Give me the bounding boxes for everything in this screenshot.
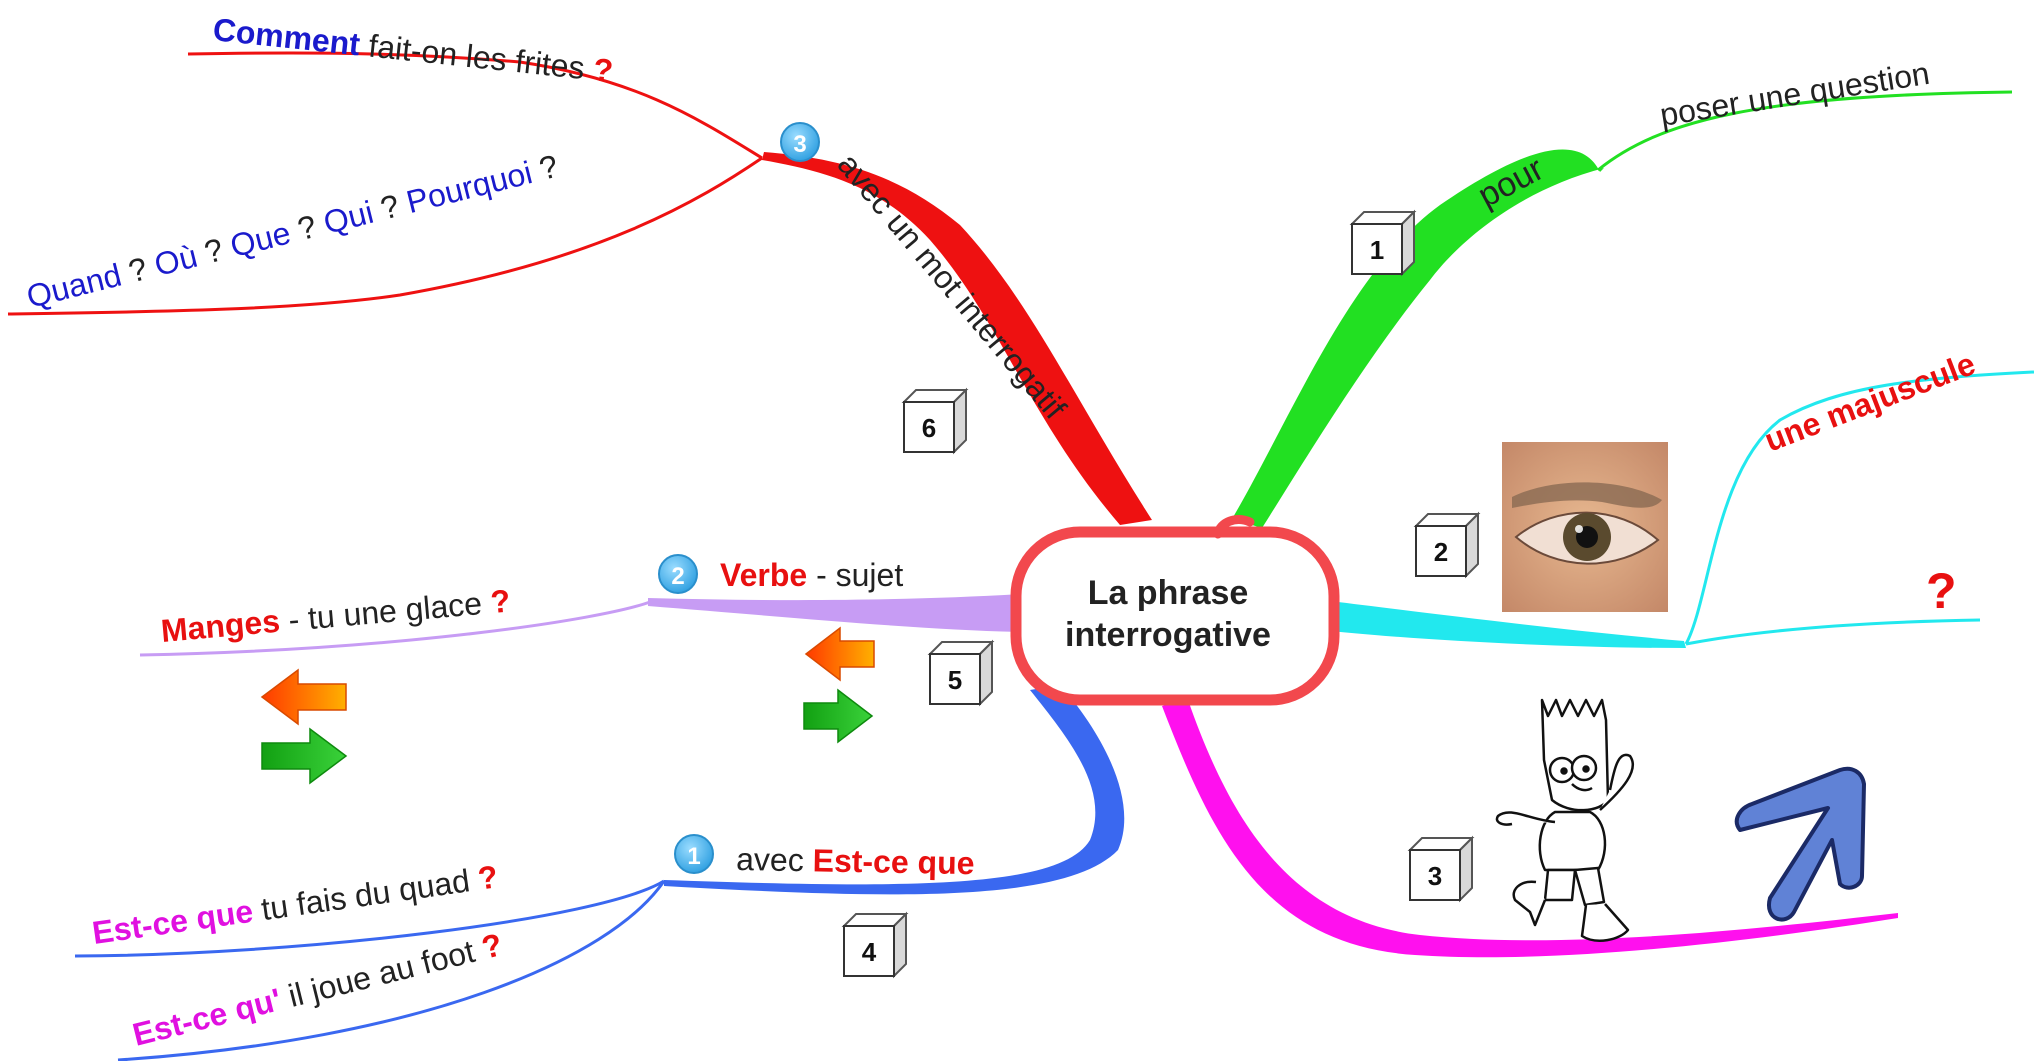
branch-red [762,152,1152,525]
example-comment: Comment fait-on les frites ? [211,11,614,89]
word-pourquoi: Pourquoi [403,154,536,220]
central-topic[interactable]: La phrase interrogative [1010,515,1340,706]
cube-6-number: 6 [922,413,936,443]
badge-3: 3 [780,122,820,162]
badge-2: 2 [658,554,698,594]
example-est-ce-qu-highlight: Est-ce qu' [129,981,285,1053]
word-qui: Qui [320,194,377,241]
branch-cyan [1330,601,1686,648]
label-poser-une-question: poser une question [1657,55,1931,133]
label-avec-un-mot-interrogatif: avec un mot interrogatif [831,146,1074,425]
branch-green [1232,149,1604,528]
cube-4-number: 4 [862,937,877,967]
cube-3-number: 3 [1428,861,1442,891]
word-quand: Quand [23,257,125,315]
badge-1: 1 [674,834,714,874]
branch-blue [664,685,1125,895]
cube-5-number: 5 [948,665,962,695]
bart-simpson-drawing [1495,698,1635,942]
example-est-ce-que-qmark: ? [476,858,500,896]
branch-cyan-line-up [1684,370,2034,645]
example-est-ce-que-highlight: Est-ce que [90,893,255,951]
badge-1-number: 1 [687,843,700,870]
branch-blue-line-1 [74,879,665,958]
branch-lilac-line [139,600,651,657]
example-comment-qmark: ? [591,51,614,89]
cube-1-number: 1 [1370,235,1384,265]
left-arrow-icon [260,668,347,726]
branch-green-line [1597,90,2013,172]
badge-3-number: 3 [793,131,806,158]
swap-arrows-middle [803,626,875,744]
example-manges-highlight: Manges [159,603,281,649]
question-mark-cyan: ? [1926,563,1957,619]
central-topic-line2: interrogative [1065,616,1271,654]
example-est-ce-que-rest: tu fais du quad [250,861,481,928]
example-comment-rest: fait-on les frites [358,27,595,87]
sep-2: ? [192,229,235,273]
label-avec-est-ce-que: avec Est-ce que [736,841,975,881]
label-verbe-sujet: Verbe - sujet [720,557,903,593]
example-manges-rest: - tu une glace [278,584,492,638]
cube-2-number: 2 [1434,537,1448,567]
right-arrow-icon-2 [803,688,874,744]
branch-blue-line-2 [117,880,666,1061]
up-arrow-icon [1734,766,1866,922]
left-arrow-icon-2 [804,626,875,682]
cube-1: 1 [1351,211,1415,275]
sep-1: ? [116,248,159,292]
badge-2-number: 2 [671,563,684,590]
example-est-ce-que-quad: Est-ce que tu fais du quad ? [90,858,500,951]
central-topic-line1: La phrase [1088,574,1249,612]
label-sujet: - sujet [807,557,903,593]
branch-red-line-1 [187,51,763,160]
label-est-ce-que-E: Est-ce que [812,842,974,881]
swap-arrows-left [260,668,348,785]
label-verbe: Verbe [720,557,807,593]
cube-5: 5 [929,641,993,705]
right-arrow-icon [261,727,348,785]
cube-2: 2 [1415,513,1479,577]
branch-cyan-line-right [1685,618,1981,646]
example-manges-qmark: ? [489,583,512,621]
sep-4: ? [368,185,411,229]
example-manges-tu: Manges - tu une glace ? [159,583,511,649]
cube-4: 4 [843,913,907,977]
branch-red-line-2 [7,156,763,316]
cube-3: 3 [1409,837,1473,901]
branch-lilac [648,594,1022,632]
example-question-words: Quand ? Où ? Que ? Qui ? Pourquoi ? [23,148,562,315]
cube-6: 6 [903,389,967,453]
sep-3: ? [285,206,328,250]
eye-photo [1502,442,1668,612]
label-avec-prefix: avec [736,841,813,878]
label-une-majuscule: une majuscule [1760,345,1980,458]
word-que: Que [227,214,294,264]
